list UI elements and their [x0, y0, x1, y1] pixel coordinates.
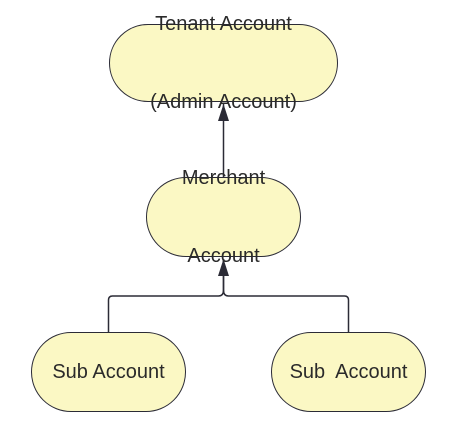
edge-sub2-to-merchant [222, 259, 350, 332]
arrowhead-merchant [218, 259, 229, 276]
tenant-account-label-line2: (Admin Account) [150, 91, 297, 113]
sub-account-right-label: Sub Account [289, 361, 408, 383]
arrowhead-tenant [218, 104, 229, 121]
merchant-account-label-line2: Account [187, 245, 260, 267]
sub-account-node-right: Sub Account [271, 332, 426, 412]
merchant-account-node: Merchant Account [146, 167, 301, 267]
tenant-account-label-line1: Tenant Account [155, 13, 292, 35]
sub-account-node-left: Sub Account [31, 332, 186, 412]
sub-account-left-label: Sub Account [52, 361, 165, 383]
tenant-account-node: Tenant Account (Admin Account) [109, 13, 338, 113]
merchant-account-label-line1: Merchant [181, 167, 266, 189]
